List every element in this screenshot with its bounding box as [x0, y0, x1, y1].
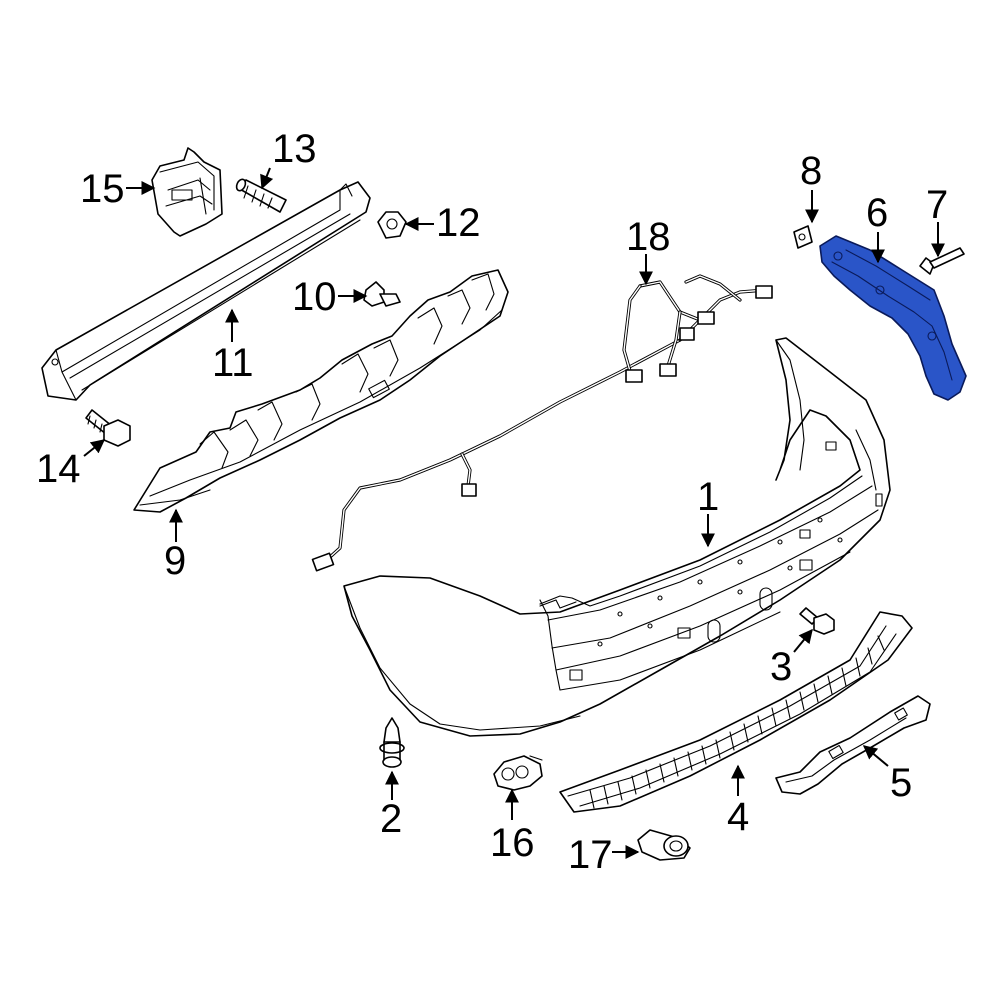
part-11-reinforcement-bar[interactable]: [41, 181, 371, 401]
callout-label-18: 18: [626, 215, 671, 259]
callout-18: 18: [626, 215, 671, 286]
callout-label-10: 10: [292, 275, 337, 319]
callout-label-16: 16: [490, 821, 535, 865]
callout-label-8: 8: [800, 149, 822, 193]
callout-label-12: 12: [436, 201, 481, 245]
part-6-bumper-bracket-highlighted[interactable]: [819, 235, 967, 401]
part-18-wiring-harness[interactable]: [311, 274, 773, 572]
callout-2: 2: [380, 770, 402, 841]
part-3-bolt[interactable]: [799, 607, 835, 635]
callout-label-14: 14: [36, 447, 81, 491]
part-5-lower-bracket[interactable]: [775, 695, 931, 795]
callout-7: 7: [926, 183, 948, 258]
part-2-push-pin[interactable]: [379, 717, 405, 768]
callout-13: 13: [260, 127, 317, 190]
callout-12: 12: [404, 201, 481, 245]
callout-label-17: 17: [568, 833, 613, 877]
callout-label-4: 4: [727, 795, 749, 839]
part-16-sensor-bracket[interactable]: [493, 755, 543, 791]
callout-11: 11: [212, 308, 254, 385]
callout-16: 16: [490, 788, 535, 865]
callout-label-1: 1: [697, 475, 719, 519]
callout-label-5: 5: [890, 761, 912, 805]
callout-label-13: 13: [272, 127, 317, 171]
callout-15: 15: [80, 167, 156, 211]
part-7-screw[interactable]: [919, 247, 965, 275]
callout-3: 3: [770, 628, 813, 689]
callout-14: 14: [36, 439, 106, 491]
part-13-stud[interactable]: [235, 178, 287, 213]
callout-label-11: 11: [212, 341, 254, 385]
callout-1: 1: [697, 475, 719, 548]
callout-label-15: 15: [80, 167, 125, 211]
callout-4: 4: [727, 764, 749, 839]
callout-label-7: 7: [926, 183, 948, 227]
part-8-clip[interactable]: [793, 225, 813, 249]
part-15-bracket[interactable]: [151, 147, 223, 237]
part-9-energy-absorber[interactable]: [133, 269, 509, 513]
callout-5: 5: [862, 745, 912, 805]
part-10-bolt[interactable]: [363, 281, 401, 307]
callout-10: 10: [292, 275, 368, 319]
part-4-step-pad[interactable]: [559, 611, 913, 813]
part-12-nut[interactable]: [377, 211, 407, 239]
callout-6: 6: [866, 191, 888, 264]
part-1-bumper-cover[interactable]: [343, 337, 891, 737]
step-pad-ribs: [589, 635, 885, 809]
callout-9: 9: [164, 508, 186, 583]
part-14-bolt[interactable]: [85, 409, 131, 447]
callout-label-6: 6: [866, 191, 888, 235]
callout-8: 8: [800, 149, 822, 224]
callout-label-2: 2: [380, 797, 402, 841]
callout-label-9: 9: [164, 539, 186, 583]
callout-17: 17: [568, 833, 640, 877]
part-17-park-sensor[interactable]: [637, 829, 691, 861]
callout-label-3: 3: [770, 645, 792, 689]
